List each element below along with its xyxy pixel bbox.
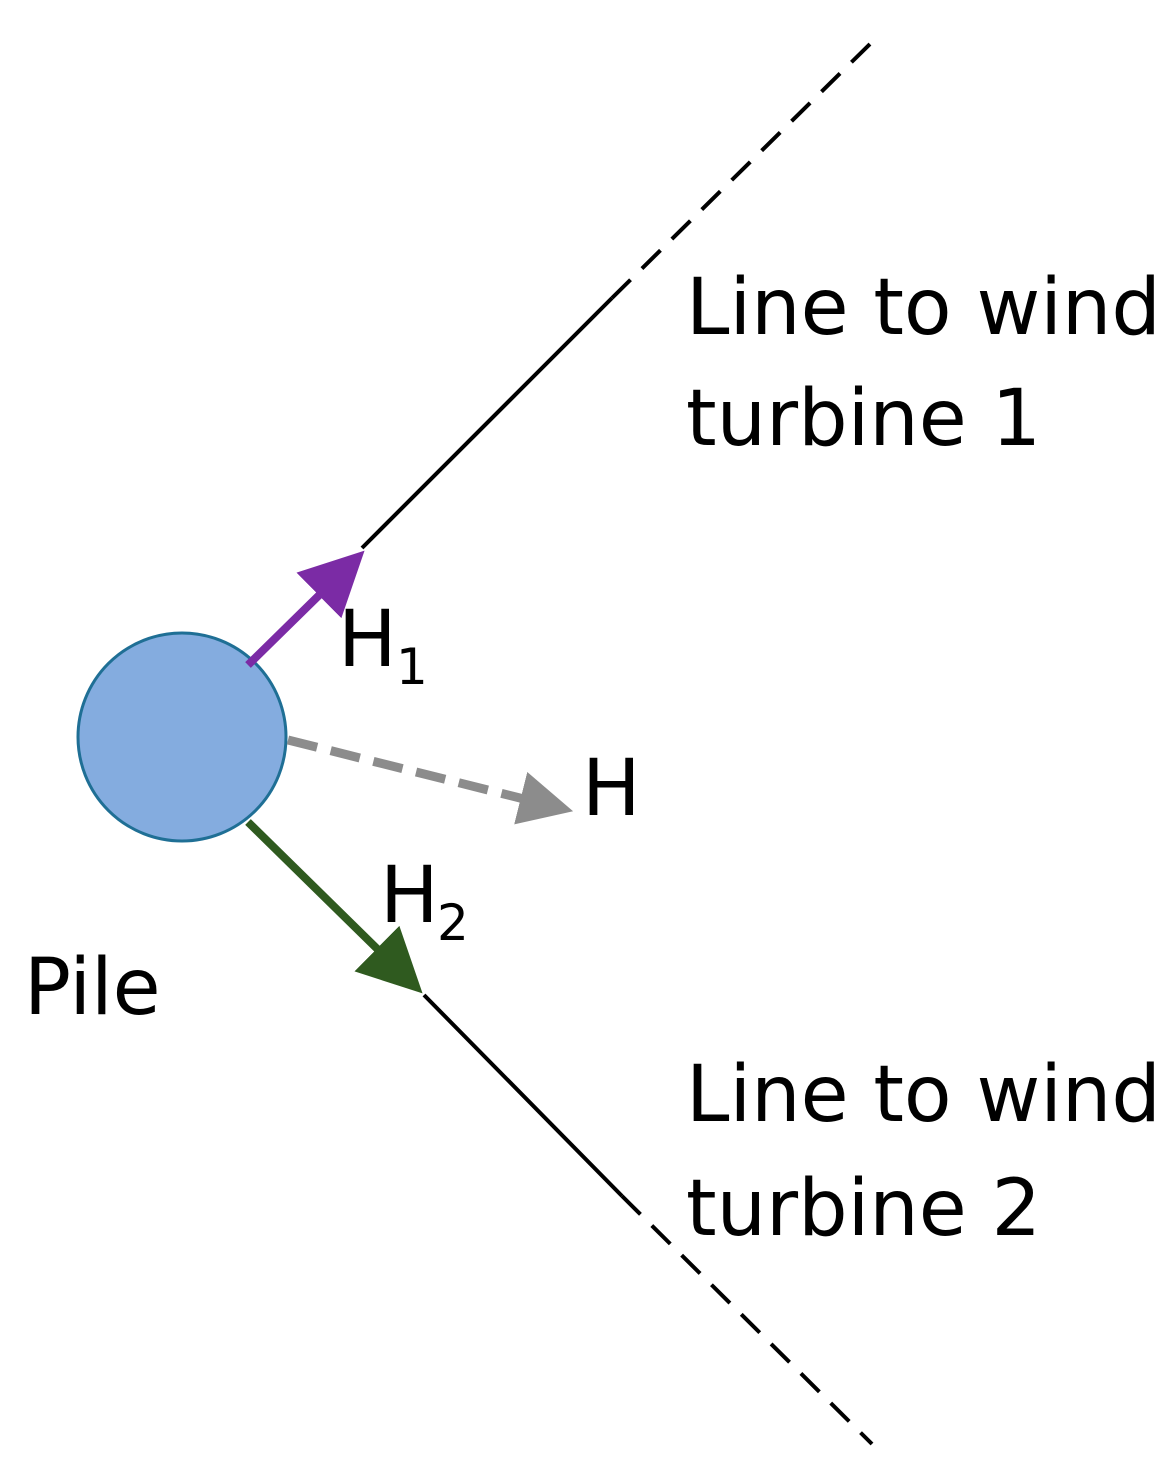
h1-label: H [338,595,397,685]
line-to-turbine-2-label-line2: turbine 2 [686,1164,1041,1254]
h2-label-sub: 2 [437,894,469,952]
line-to-turbine-1-label-line2: turbine 1 [686,374,1041,464]
h1-label-subscript: 1 [396,638,428,696]
line-to-turbine-1-solid [360,296,614,550]
line-to-turbine-2-label: Line to wind [686,1050,1161,1140]
pile-label: Pile [24,943,161,1033]
line-to-turbine-2-solid [422,993,624,1198]
force-h1-arrow [245,550,365,668]
h2-label-subscript: 2 [437,894,469,952]
pile-circle [76,631,288,843]
line-to-turbine-2-dashed [620,1194,874,1446]
h-resultant-label: H [582,744,641,834]
h2-label: H [380,851,439,941]
line-to-turbine-1-dashed [610,40,874,300]
h1-label-sub: 1 [396,638,428,696]
line-to-turbine-2-label-line1: Line to wind [686,1050,1161,1140]
line-to-turbine-1-label: Line to wind [686,263,1161,353]
force-h2-arrow [245,819,423,994]
h2-label-base: H [380,851,439,941]
resultant-force-arrow [286,735,574,825]
pile-label-text: Pile [24,943,161,1033]
h1-label-base: H [338,595,397,685]
line-to-turbine-2 [422,993,874,1446]
h-resultant-label-text: H [582,744,641,834]
line-to-turbine-1-label-second: turbine 1 [686,374,1041,464]
line-to-turbine-2-label-second: turbine 2 [686,1164,1041,1254]
line-to-turbine-1-label-line1: Line to wind [686,263,1161,353]
line-to-turbine-1 [360,40,874,550]
